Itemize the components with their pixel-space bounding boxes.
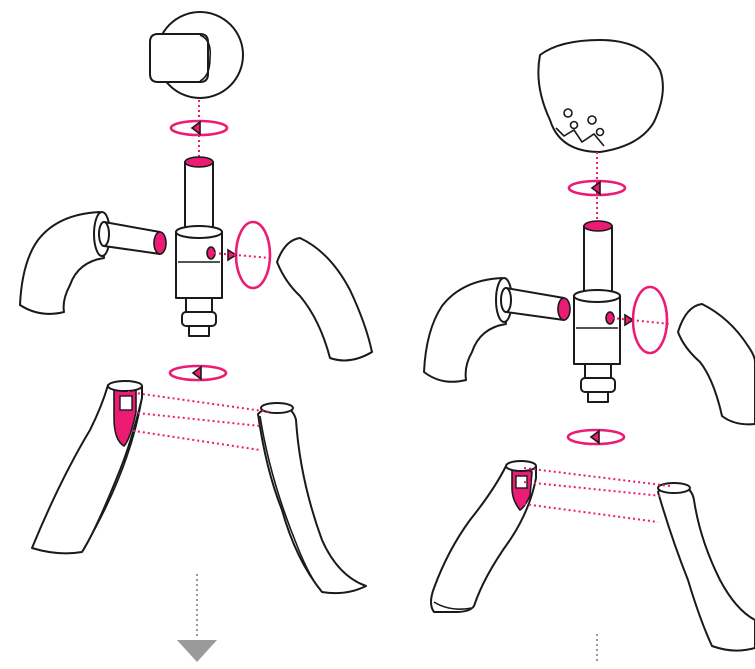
base-left-leg-part [32,381,142,553]
square-knob-part [150,12,243,98]
rotate-arrow-icon [625,287,667,353]
guide-line [524,482,662,496]
pin-part [99,222,166,254]
guide-line [128,412,260,426]
rotate-arrow-icon [568,430,624,444]
right-arm-part [678,304,755,424]
pin-part [501,288,570,320]
base-right-leg-part [258,403,366,593]
left-arm-part [20,212,110,314]
guide-line [128,430,260,450]
down-arrow-icon [177,640,217,662]
rotate-arrow-icon [170,366,226,380]
guide-line [128,392,270,412]
central-post-part [176,157,222,336]
face-knob-part [538,40,663,152]
left-arm-part [424,278,512,382]
right-assembly [424,40,755,664]
base-right-leg-part [658,483,755,651]
left-assembly [20,12,372,662]
right-arm-part [277,238,372,360]
rotate-arrow-icon [171,121,227,135]
guide-line [524,504,658,522]
base-left-leg-part [431,461,536,612]
central-post-part [574,221,620,402]
